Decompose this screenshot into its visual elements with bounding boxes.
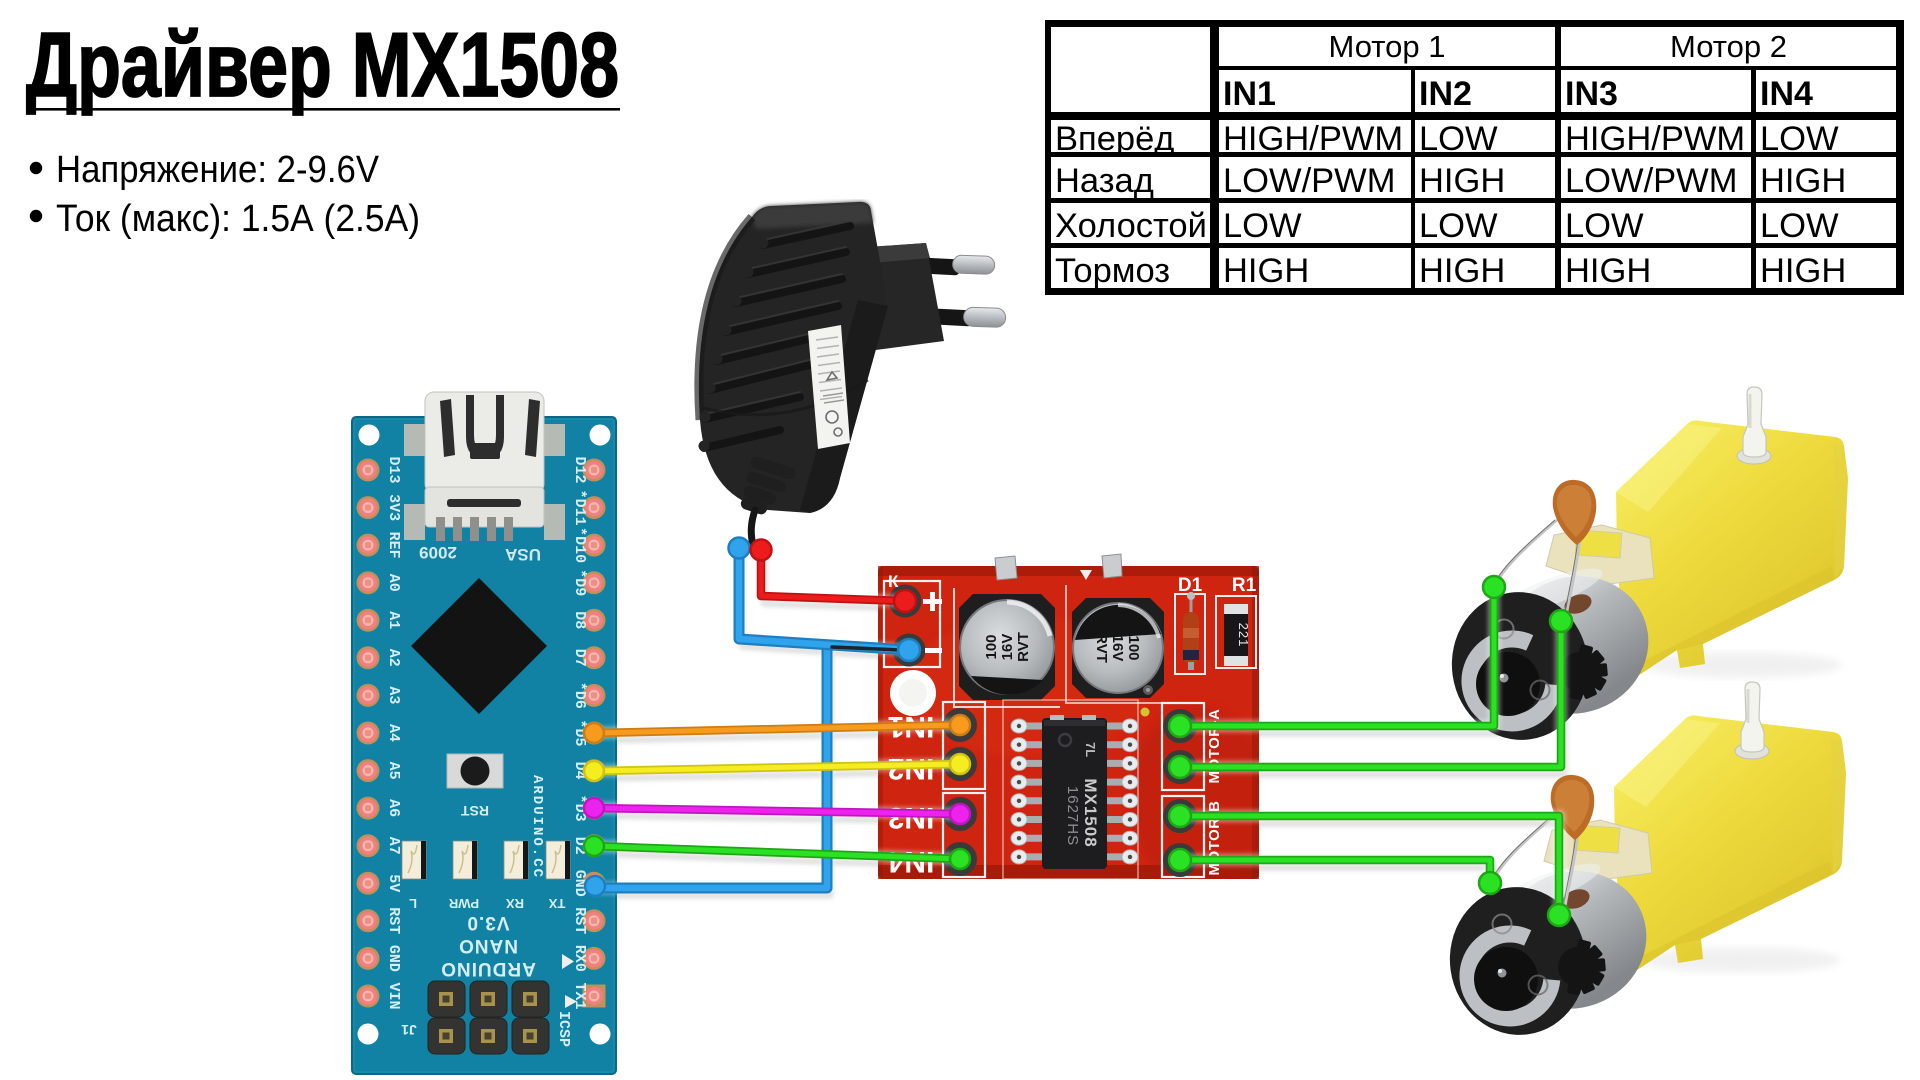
svg-text:A5: A5 <box>385 762 402 780</box>
svg-text:D13: D13 <box>385 456 402 483</box>
svg-text:Напряжение: 2-9.6V: Напряжение: 2-9.6V <box>56 149 380 191</box>
svg-text:RST: RST <box>461 803 489 819</box>
svg-text:*D11: *D11 <box>571 490 588 526</box>
svg-text:A1: A1 <box>385 611 402 629</box>
svg-text:*D5: *D5 <box>571 719 588 746</box>
svg-text:A7: A7 <box>385 837 402 855</box>
svg-text:К: К <box>888 572 899 591</box>
svg-text:PWR: PWR <box>448 896 479 911</box>
svg-text:GND: GND <box>571 870 588 897</box>
svg-text:NANO: NANO <box>458 935 518 956</box>
svg-text:TX: TX <box>548 896 565 911</box>
svg-text:RX0: RX0 <box>571 945 588 972</box>
svg-text:A6: A6 <box>385 799 402 817</box>
svg-text:*D10: *D10 <box>571 527 588 563</box>
svg-text:D7: D7 <box>571 649 588 667</box>
svg-text:A3: A3 <box>385 686 402 704</box>
svg-text:RST: RST <box>385 907 402 934</box>
svg-text:5V: 5V <box>385 874 402 892</box>
svg-text:ARDUINO.CC: ARDUINO.CC <box>529 775 545 879</box>
svg-text:VIN: VIN <box>385 982 402 1009</box>
svg-text:V3.0: V3.0 <box>466 912 509 933</box>
svg-text:RVT: RVT <box>1093 633 1110 663</box>
svg-text:*D9: *D9 <box>571 569 588 596</box>
svg-text:R1: R1 <box>1232 575 1257 596</box>
svg-text:GND: GND <box>385 945 402 972</box>
svg-text:1627HS: 1627HS <box>1064 786 1081 846</box>
svg-text:D12: D12 <box>571 456 588 483</box>
svg-text:16V: 16V <box>999 634 1016 661</box>
svg-text:100: 100 <box>1125 635 1142 660</box>
svg-text:Ток (макс): 1.5А (2.5А): Ток (макс): 1.5А (2.5А) <box>56 198 420 240</box>
svg-text:RST: RST <box>571 907 588 934</box>
svg-text:L: L <box>409 896 417 911</box>
svg-text:A2: A2 <box>385 649 402 667</box>
svg-text:7L: 7L <box>1083 742 1098 757</box>
svg-text:A0: A0 <box>385 574 402 592</box>
svg-text:*D3: *D3 <box>571 795 588 822</box>
svg-text:RVT: RVT <box>1015 632 1032 662</box>
svg-text:*D6: *D6 <box>571 682 588 709</box>
svg-text:3V3: 3V3 <box>385 494 402 521</box>
svg-text:221: 221 <box>1236 623 1251 648</box>
svg-text:ARDUINO: ARDUINO <box>440 958 536 979</box>
svg-text:Драйвер MX1508: Драйвер MX1508 <box>26 15 619 116</box>
svg-text:100: 100 <box>983 634 1000 659</box>
svg-text:16V: 16V <box>1109 635 1126 662</box>
svg-text:2009: 2009 <box>419 543 457 562</box>
svg-text:J1: J1 <box>401 1022 417 1038</box>
svg-text:D1: D1 <box>1178 575 1203 596</box>
svg-text:TX1: TX1 <box>571 982 588 1009</box>
svg-text:ICSP: ICSP <box>555 1011 572 1047</box>
svg-text:REF: REF <box>385 532 402 559</box>
svg-text:USA: USA <box>505 545 541 564</box>
svg-text:RX: RX <box>506 896 524 911</box>
svg-text:A4: A4 <box>385 724 402 742</box>
svg-text:MX1508: MX1508 <box>1081 778 1100 847</box>
svg-text:D8: D8 <box>571 611 588 629</box>
